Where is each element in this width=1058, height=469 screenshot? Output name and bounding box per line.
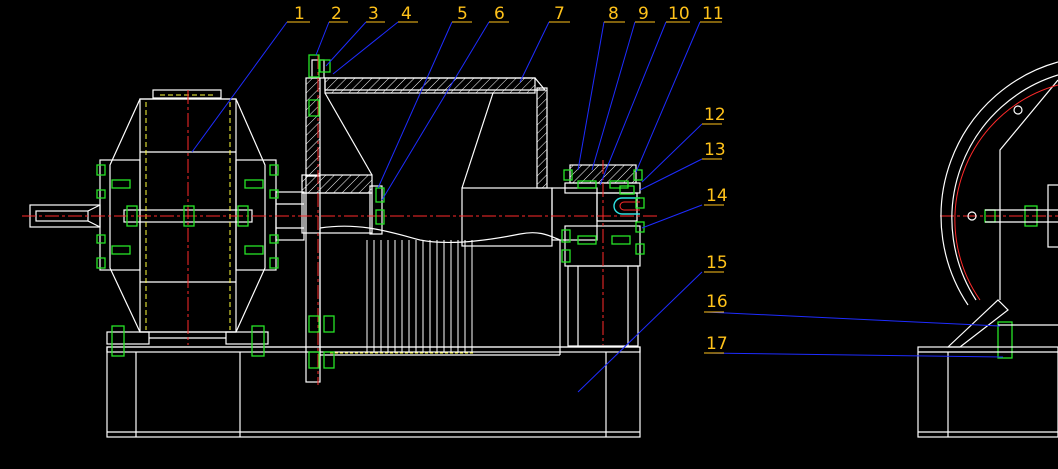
seal-ring <box>613 197 640 215</box>
part-label-12: 12 <box>704 105 726 125</box>
part-label-4: 4 <box>401 4 412 24</box>
label-underlines <box>287 21 724 354</box>
side-view-partial <box>917 61 1058 438</box>
side-view-red-arc <box>954 84 1058 301</box>
base-frame <box>106 346 641 438</box>
part-label-15: 15 <box>706 253 728 273</box>
part-label-5: 5 <box>457 4 468 24</box>
part-label-7: 7 <box>554 4 565 24</box>
seal-ring-inner <box>619 201 640 211</box>
rotor-fins <box>362 240 474 353</box>
part-label-3: 3 <box>368 4 379 24</box>
part-label-17: 17 <box>706 334 728 354</box>
part-label-9: 9 <box>638 4 649 24</box>
part-label-8: 8 <box>608 4 619 24</box>
part-label-2: 2 <box>331 4 342 24</box>
part-label-13: 13 <box>704 140 726 160</box>
part-label-6: 6 <box>494 4 505 24</box>
gearbox <box>29 89 277 345</box>
leader-lines <box>191 21 1004 393</box>
part-label-16: 16 <box>706 292 728 312</box>
bolts <box>96 54 1038 369</box>
part-label-1: 1 <box>294 4 305 24</box>
part-label-14: 14 <box>706 186 728 206</box>
center-lines <box>22 55 1058 385</box>
part-labels: 1 2 3 4 5 6 7 8 9 10 11 12 13 14 15 16 1… <box>294 4 728 354</box>
part-label-11: 11 <box>702 4 724 24</box>
main-housing <box>301 59 598 383</box>
part-label-10: 10 <box>668 4 690 24</box>
